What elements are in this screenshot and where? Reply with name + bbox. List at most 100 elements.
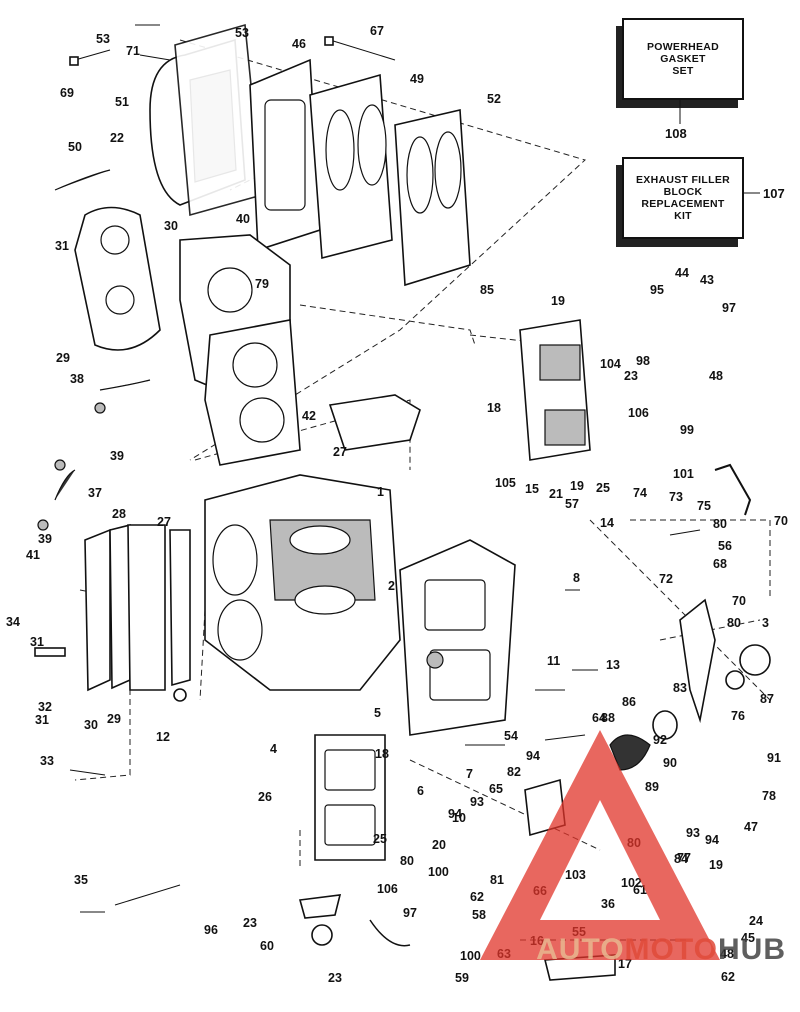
part-callout-label: 95 <box>650 283 664 297</box>
part-callout-label: 70 <box>732 594 746 608</box>
part-callout-label: 83 <box>673 681 687 695</box>
part-callout-label: 64 <box>592 711 606 725</box>
kit-line: POWERHEAD <box>646 41 720 53</box>
part-callout-label: 42 <box>302 409 316 423</box>
part-callout-label: 32 <box>38 700 52 714</box>
part-callout-label: 5 <box>374 706 381 720</box>
part-callout-label: 105 <box>495 476 516 490</box>
part-callout-label: 19 <box>709 858 723 872</box>
part-callout-label: 19 <box>551 294 565 308</box>
part-callout-label: 71 <box>126 44 140 58</box>
part-callout-label: 24 <box>749 914 763 928</box>
part-callout-label: 26 <box>258 790 272 804</box>
part-callout-label: 85 <box>480 283 494 297</box>
part-callout-label: 7 <box>466 767 473 781</box>
kit-line: GASKET <box>660 53 706 65</box>
fasteners <box>34 24 752 981</box>
part-callout-label: 28 <box>112 507 126 521</box>
part-callout-label: 68 <box>713 557 727 571</box>
part-callout-label: 89 <box>645 780 659 794</box>
part-callout-label: 22 <box>110 131 124 145</box>
part-callout-label: 39 <box>38 532 52 546</box>
powerhead-gasket-kit-number: 108 <box>665 126 687 141</box>
part-callout-label: 97 <box>722 301 736 315</box>
part-callout-label: 47 <box>744 820 758 834</box>
part-callout-label: 4 <box>270 742 277 756</box>
part-callout-label: 13 <box>606 658 620 672</box>
part-callout-label: 74 <box>633 486 647 500</box>
part-callout-label: 81 <box>490 873 504 887</box>
part-callout-label: 76 <box>731 709 745 723</box>
part-callout-label: 99 <box>680 423 694 437</box>
part-callout-label: 80 <box>727 616 741 630</box>
part-callout-label: 29 <box>107 712 121 726</box>
part-callout-label: 30 <box>164 219 178 233</box>
part-callout-label: 103 <box>565 868 586 882</box>
part-callout-label: 30 <box>84 718 98 732</box>
part-callout-label: 40 <box>236 212 250 226</box>
part-callout-label: 58 <box>472 908 486 922</box>
part-callout-label: 87 <box>760 692 774 706</box>
part-callout-label: 43 <box>700 273 714 287</box>
part-callout-label: 62 <box>721 970 735 984</box>
part-callout-label: 94 <box>705 833 719 847</box>
cylinder-block <box>204 474 401 691</box>
transfer-port-covers <box>84 523 191 692</box>
powerhead-gasket-kit: POWERHEAD GASKET SET <box>622 18 744 100</box>
exhaust-filler-kit: EXHAUST FILLER BLOCK REPLACEMENT KIT <box>622 157 744 239</box>
part-callout-label: 31 <box>35 713 49 727</box>
part-callout-label: 21 <box>549 487 563 501</box>
part-callout-label: 31 <box>30 635 44 649</box>
part-callout-label: 78 <box>762 789 776 803</box>
kit-line: BLOCK <box>663 186 703 198</box>
part-callout-label: 73 <box>669 490 683 504</box>
part-callout-label: 11 <box>547 654 560 668</box>
part-callout-label: 84 <box>674 852 688 866</box>
part-callout-label: 27 <box>157 515 171 529</box>
part-callout-label: 2 <box>388 579 395 593</box>
part-callout-label: 93 <box>470 795 484 809</box>
watermark-part: AUTO <box>536 933 625 966</box>
part-callout-label: 31 <box>55 239 69 253</box>
watermark-logo-text: AUTOMOTOHUB <box>536 933 786 967</box>
part-callout-label: 82 <box>507 765 521 779</box>
part-callout-label: 59 <box>455 971 469 985</box>
part-callout-label: 86 <box>622 695 636 709</box>
watermark-part: HUB <box>718 933 786 966</box>
part-callout-label: 25 <box>373 832 387 846</box>
part-callout-label: 33 <box>40 754 54 768</box>
part-callout-label: 60 <box>260 939 274 953</box>
part-callout-label: 53 <box>96 32 110 46</box>
part-callout-label: 39 <box>110 449 124 463</box>
watermark-triangle-logo <box>480 730 720 960</box>
part-callout-label: 77 <box>677 851 691 865</box>
part-callout-label: 65 <box>489 782 503 796</box>
part-callout-label: 91 <box>767 751 781 765</box>
part-callout-label: 75 <box>697 499 711 513</box>
part-callout-label: 23 <box>624 369 638 383</box>
part-callout-label: 17 <box>618 957 632 971</box>
kit-leader <box>742 192 760 194</box>
head-gasket <box>204 319 421 466</box>
part-callout-label: 48 <box>709 369 723 383</box>
part-callout-label: 10 <box>452 811 466 825</box>
part-callout-label: 37 <box>88 486 102 500</box>
part-callout-label: 14 <box>600 516 614 530</box>
part-callout-label: 49 <box>410 72 424 86</box>
part-callout-label: 18 <box>375 747 389 761</box>
part-callout-label: 20 <box>432 838 446 852</box>
part-callout-label: 23 <box>328 971 342 985</box>
part-callout-label: 6 <box>417 784 424 798</box>
part-callout-label: 67 <box>370 24 384 38</box>
part-callout-label: 96 <box>204 923 218 937</box>
part-callout-label: 53 <box>235 26 249 40</box>
part-callout-label: 57 <box>565 497 579 511</box>
part-callout-label: 80 <box>713 517 727 531</box>
part-callout-label: 23 <box>243 916 257 930</box>
part-callout-label: 80 <box>400 854 414 868</box>
part-callout-label: 102 <box>621 876 642 890</box>
throttle-linkage <box>524 598 771 837</box>
part-callout-label: 88 <box>601 711 615 725</box>
part-callout-label: 48 <box>720 947 734 961</box>
